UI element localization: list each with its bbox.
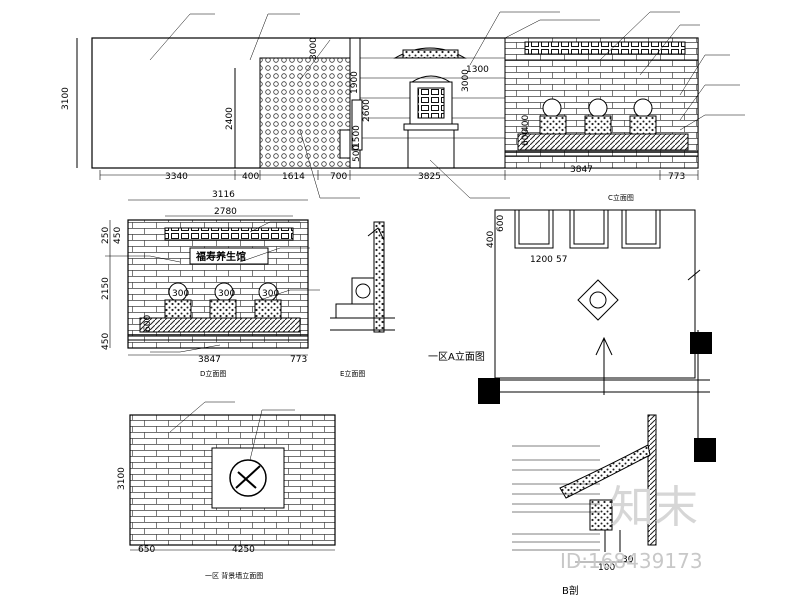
plan-view: 400 600 1200 57 一区A立面图 — [428, 209, 716, 462]
watermark: 知末 ID:168439173 — [560, 482, 703, 573]
mid-title: D立面图 — [200, 369, 226, 378]
section-b: 100 30 B剖 — [512, 414, 657, 597]
dim-v-11: 400 — [521, 115, 531, 132]
plan-dim-3: 1200 — [530, 255, 553, 265]
watermark-brand: 知末 — [610, 482, 698, 533]
dim-h-6: 3847 — [570, 165, 593, 175]
mid-stone-3: 300 — [262, 289, 279, 299]
bottom-left-elevation: 650 4250 3100 一区 背景墙立面图 — [117, 401, 336, 580]
dim-v-8: 3000 — [461, 69, 471, 92]
mid-stone-1: 300 — [172, 289, 189, 299]
mid-vdim-5: 450 — [101, 333, 111, 350]
dim-v-2: 2400 — [225, 107, 235, 130]
dim-h-7: 773 — [668, 172, 685, 182]
dim-h-3: 1614 — [282, 172, 305, 182]
mid-vdim-4: 600 — [143, 315, 153, 332]
side-title: E立面图 — [340, 369, 365, 378]
dim-h-4: 700 — [330, 172, 347, 182]
plan-title: 一区A立面图 — [428, 350, 485, 363]
mid-vdim-3: 2150 — [101, 277, 111, 300]
mid-dim-2: 2780 — [214, 207, 237, 217]
bot-dim-2: 4250 — [232, 545, 255, 555]
dim-v-3: 3000 — [309, 37, 319, 60]
dim-v-7: 500 — [352, 145, 362, 162]
mid-vdim-2: 450 — [113, 227, 123, 244]
mid-vdim-1: 250 — [101, 227, 111, 244]
dim-v-9: 1300 — [466, 65, 489, 75]
dim-h-2: 400 — [242, 172, 259, 182]
top-elevation: 3340 400 1614 700 3825 3847 773 3100 240… — [61, 11, 745, 202]
bottom-title: 一区 背景墙立面图 — [205, 571, 263, 580]
mid-stone-2: 300 — [218, 289, 235, 299]
mid-dim-3: 3847 — [198, 355, 221, 365]
mid-left-elevation: 福寿养生馆 3116 2780 3847 773 250 450 2150 60… — [101, 190, 395, 378]
dim-v-4: 1900 — [350, 71, 360, 94]
plan-dim-4: 57 — [556, 255, 567, 265]
section-title: B剖 — [562, 584, 579, 597]
sec-dim-2: 30 — [622, 555, 634, 565]
dim-v-1: 3100 — [61, 87, 71, 110]
plan-dim-2: 600 — [496, 215, 506, 232]
mid-dim-1: 3116 — [212, 190, 235, 200]
sign-text: 福寿养生馆 — [195, 250, 246, 263]
top-title: C立面图 — [608, 193, 634, 202]
watermark-id: ID:168439173 — [560, 549, 703, 573]
dim-v-6: 1500 — [352, 125, 362, 148]
bot-dim-1: 650 — [138, 545, 155, 555]
bot-vdim-1: 3100 — [117, 467, 127, 490]
dim-v-5: 2600 — [362, 99, 372, 122]
mid-dim-4: 773 — [290, 355, 307, 365]
dim-h-5: 3825 — [418, 172, 441, 182]
dim-v-10: 600 — [521, 129, 531, 146]
plan-dim-1: 400 — [486, 231, 496, 248]
dim-h-1: 3340 — [165, 172, 188, 182]
sec-dim-1: 100 — [598, 563, 615, 573]
